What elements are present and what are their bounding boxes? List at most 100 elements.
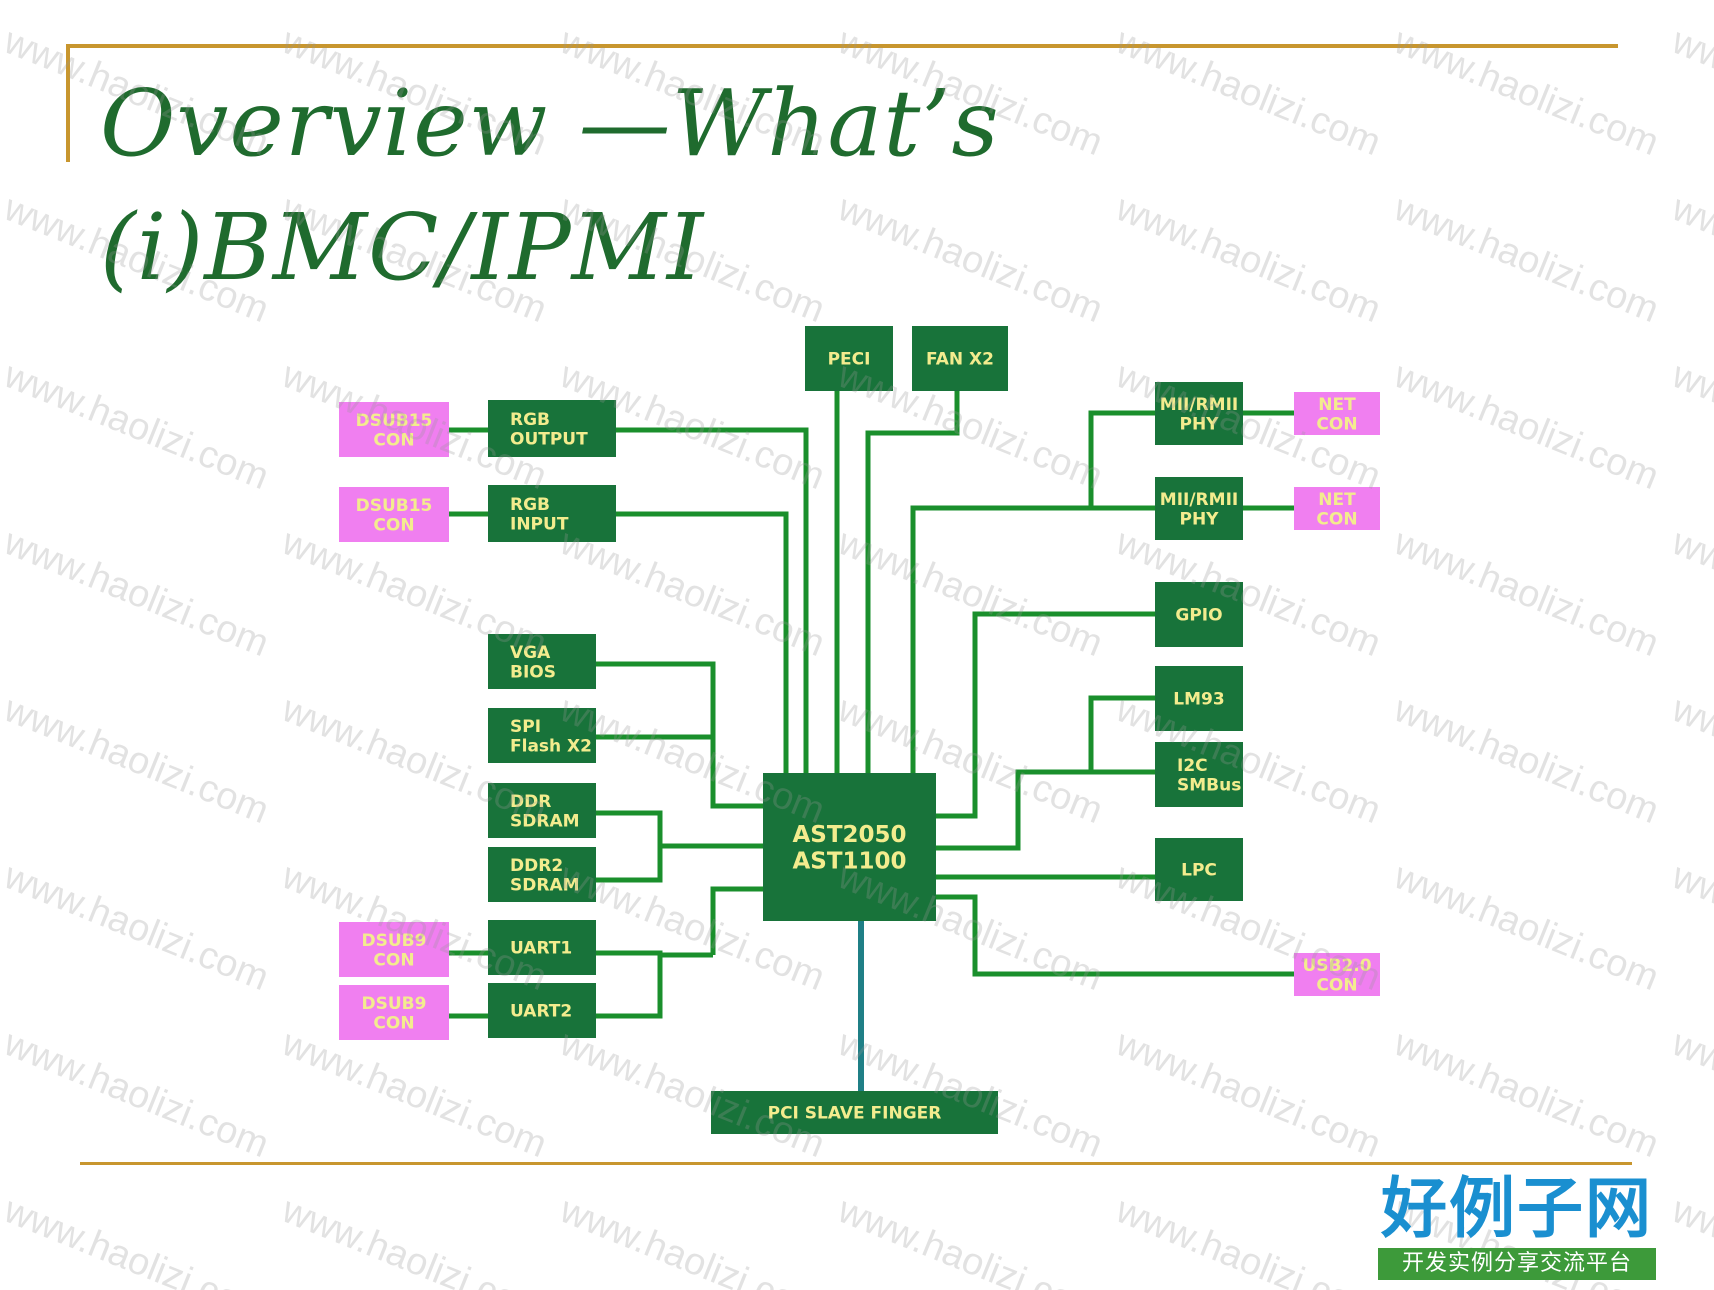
dsub15-con-1-label-1: DSUB15 xyxy=(356,411,433,431)
wire-ddr-loop xyxy=(596,810,663,883)
net-con-2-label-1: NET xyxy=(1318,490,1356,510)
usb-con-label-2: CON xyxy=(1316,975,1357,995)
bottom-accent-line xyxy=(80,1162,1632,1165)
dsub9-con-1-rect xyxy=(339,922,449,977)
ast2050-chip-label-1: AST2050 xyxy=(792,822,906,848)
dsub9-con-2-label-2: CON xyxy=(373,1013,414,1033)
pci-slave-finger-block-rect xyxy=(711,1091,998,1134)
uart1-block-rect xyxy=(488,920,596,975)
wire-i2c xyxy=(936,769,1091,851)
fan-x2-block: FAN X2 xyxy=(912,326,1008,391)
spi-flash-block-label-2: Flash X2 xyxy=(510,736,592,756)
wire-usb xyxy=(936,894,1294,977)
dsub15-con-2-rect xyxy=(339,487,449,542)
slide-title-line1: Overview —What’s xyxy=(100,70,1000,177)
net-con-1-rect xyxy=(1294,392,1380,435)
fan-x2-block-rect xyxy=(912,326,1008,391)
vga-bios-block-label-1: VGA xyxy=(510,643,551,663)
site-logo: 好例子网 开发实例分享交流平台 xyxy=(1376,1170,1658,1282)
rgb-input-block-label-1: RGB xyxy=(510,495,550,515)
rgb-output-block-rect xyxy=(488,400,616,457)
top-accent-line xyxy=(66,44,1618,48)
mii-rmii-phy-2-label-1: MII/RMII xyxy=(1160,490,1238,510)
mii-rmii-phy-1-label-1: MII/RMII xyxy=(1160,395,1238,415)
ddr-sdram-block-label-2: SDRAM xyxy=(510,811,580,831)
logo-main-text: 好例子网 xyxy=(1381,1169,1653,1247)
lpc-block: LPC xyxy=(1155,838,1243,901)
dsub15-con-2-label-2: CON xyxy=(373,515,414,535)
usb-con-label-1: USB2.0 xyxy=(1302,956,1371,976)
peci-block-rect xyxy=(805,326,893,391)
i2c-smbus-block-label-2: SMBus xyxy=(1177,775,1241,795)
wire-rgb-input xyxy=(616,511,789,773)
spi-flash-block-label-1: SPI xyxy=(510,717,541,737)
spi-flash-block-rect xyxy=(488,708,596,763)
net-con-2-rect xyxy=(1294,487,1380,530)
lm93-block: LM93 xyxy=(1155,666,1243,731)
ast2050-chip-rect xyxy=(763,773,936,921)
rgb-input-block-rect xyxy=(488,485,616,542)
ddr2-sdram-block-rect xyxy=(488,847,596,902)
fan-x2-block-label-1: FAN X2 xyxy=(926,350,994,370)
ddr2-sdram-block-label-1: DDR2 xyxy=(510,856,563,876)
dsub9-con-2-label-1: DSUB9 xyxy=(362,994,427,1014)
dsub15-con-2-label-1: DSUB15 xyxy=(356,496,433,516)
pci-slave-finger-block: PCI SLAVE FINGER xyxy=(711,1091,998,1134)
uart2-block-label-1: UART2 xyxy=(510,1002,572,1022)
ddr2-sdram-block-label-2: SDRAM xyxy=(510,875,580,895)
wire-i2c-loop xyxy=(1088,695,1155,775)
mii-rmii-phy-1-rect xyxy=(1155,382,1243,445)
slide-title: Overview —What’s (i)BMC/IPMI xyxy=(100,62,1200,310)
diagram-wires xyxy=(449,391,1294,1091)
left-accent-bar xyxy=(66,44,70,162)
uart1-block-label-1: UART1 xyxy=(510,939,572,959)
mii-rmii-phy-2-rect xyxy=(1155,477,1243,540)
slide-title-line2: (i)BMC/IPMI xyxy=(100,194,705,301)
i2c-smbus-block-rect xyxy=(1155,742,1243,807)
net-con-2-label-2: CON xyxy=(1316,509,1357,529)
i2c-smbus-block-label-1: I2C xyxy=(1177,756,1208,776)
dsub15-con-1-label-2: CON xyxy=(373,430,414,450)
dsub9-con-1-label-1: DSUB9 xyxy=(362,931,427,951)
pci-slave-finger-block-label-1: PCI SLAVE FINGER xyxy=(768,1104,942,1124)
mii-rmii-phy-1-label-2: PHY xyxy=(1180,414,1220,434)
wire-uart-bus xyxy=(710,886,763,955)
ddr-sdram-block-label-1: DDR xyxy=(510,792,551,812)
uart2-block: UART2 xyxy=(488,983,596,1038)
wire-phy xyxy=(910,505,1091,773)
lm93-block-rect xyxy=(1155,666,1243,731)
vga-bios-block-label-2: BIOS xyxy=(510,662,556,682)
wire-fan xyxy=(865,391,960,773)
peci-block: PECI xyxy=(805,326,893,391)
wire-rgb-output xyxy=(616,427,809,773)
lpc-block-label-1: LPC xyxy=(1181,861,1217,881)
rgb-input-block-label-2: INPUT xyxy=(510,514,569,534)
wire-uart-loop xyxy=(596,950,663,1019)
rgb-output-block-label-1: RGB xyxy=(510,410,550,430)
wire-gpio xyxy=(936,611,1155,819)
vga-bios-block-rect xyxy=(488,634,596,689)
dsub15-con-1-rect xyxy=(339,402,449,457)
gpio-block-rect xyxy=(1155,582,1243,647)
uart1-block: UART1 xyxy=(488,920,596,975)
mii-rmii-phy-2-label-2: PHY xyxy=(1180,509,1220,529)
gpio-block: GPIO xyxy=(1155,582,1243,647)
ast2050-chip-label-2: AST1100 xyxy=(792,849,906,875)
logo-sub-text: 开发实例分享交流平台 xyxy=(1378,1248,1656,1280)
